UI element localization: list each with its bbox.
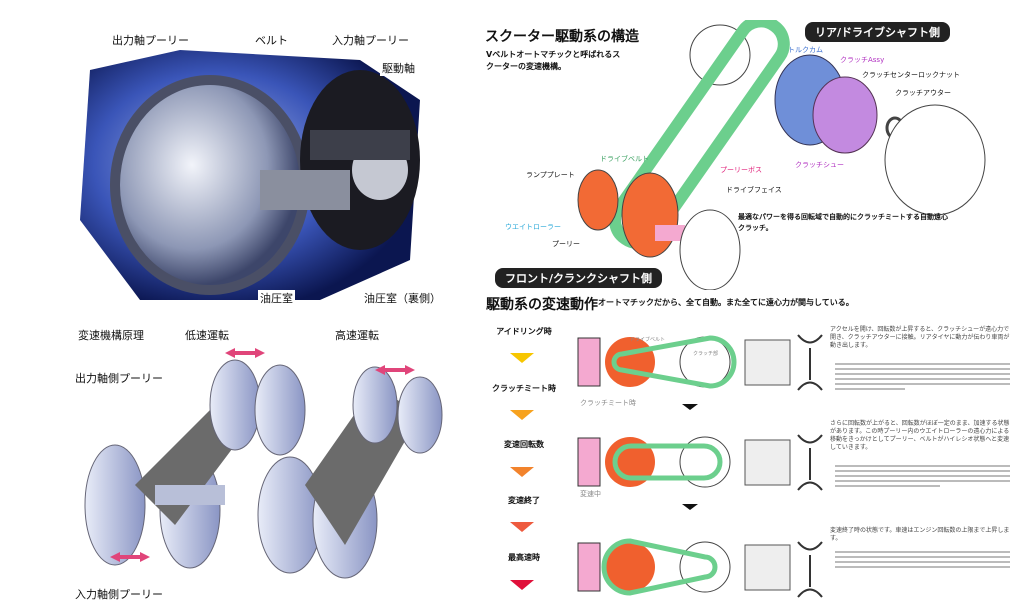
operation-title: 駆動系の変速動作 <box>486 297 598 313</box>
paragraph-shift-end: 変速終了時の状態です。車速はエンジン回転数の上限まで上昇します。 <box>830 527 1010 542</box>
step-arrow-icon <box>510 410 534 420</box>
step-shift-rpm: 変速回転数 <box>504 440 544 449</box>
step-shift-end: 変速終了 <box>508 496 540 505</box>
diagram-low-ratio <box>577 335 791 410</box>
note-lines <box>835 360 1010 393</box>
part-pulley-boss: プーリーボス <box>720 166 762 174</box>
rear-axle-symbols <box>797 334 823 598</box>
step-idling: アイドリング時 <box>496 327 552 336</box>
label-hydraulic-chamber-rear: 油圧室（裏側） <box>362 290 443 306</box>
structure-subtitle: Vベルトオートマチックと呼ばれるスクーターの変速機構。 <box>486 50 621 71</box>
part-clutch-assy: クラッチAssy <box>840 56 885 64</box>
step-arrow-icon <box>510 353 534 363</box>
diagram-mid-ratio <box>577 436 791 510</box>
part-pulley: プーリー <box>552 240 580 248</box>
caption-clutch-meet: クラッチミート時 <box>580 399 636 407</box>
pulley-principle-illustration <box>84 348 443 579</box>
structure-title: スクーター駆動系の構造 <box>485 29 639 45</box>
part-drive-belt: ドライブベルト <box>600 155 649 163</box>
label-input-shaft-pulley: 入力軸プーリー <box>330 32 411 48</box>
belt-label: ドライブベルト <box>630 337 666 343</box>
high-speed-pulleys <box>257 366 443 579</box>
high-speed-label: 高速運転 <box>335 329 379 342</box>
drive-belt-shape <box>609 20 790 249</box>
caption-shifting: 変速中 <box>580 490 601 498</box>
clutch-note: 最適なパワーを得る回転域で自動的にクラッチミートする自動遠心クラッチ。 <box>738 213 948 232</box>
label-output-shaft-pulley: 出力軸プーリー <box>110 32 191 48</box>
clutch-label: クラッチ部 <box>693 351 719 357</box>
step-arrow-icon <box>510 467 534 477</box>
paragraph-clutch-meet: アクセルを開け、回転数が上昇すると、クラッチシューが遠心力で開き、クラッチアウタ… <box>830 326 1010 349</box>
front-side-badge: フロント/クランクシャフト側 <box>495 268 663 288</box>
part-clutch-center-lock-nut: クラッチセンターロックナット <box>862 71 960 79</box>
note-lines <box>835 462 1010 490</box>
low-speed-label: 低速運転 <box>185 329 229 342</box>
part-clutch-outer: クラッチアウター <box>895 89 951 97</box>
step-clutch-meet: クラッチミート時 <box>492 384 556 393</box>
rear-side-badge: リア/ドライブシャフト側 <box>805 22 951 42</box>
low-speed-pulleys <box>84 359 306 569</box>
input-pulley-label: 入力軸側プーリー <box>75 588 163 601</box>
label-belt: ベルト <box>253 32 290 48</box>
part-ramp-plate: ランププレート <box>526 171 575 179</box>
part-drive-face: ドライブフェイス <box>726 186 782 194</box>
exploded-drivetrain-illustration <box>577 20 986 290</box>
label-hydraulic-chamber: 油圧室 <box>258 290 295 306</box>
shift-operation-diagrams <box>577 335 791 596</box>
label-drive-shaft: 駆動軸 <box>380 60 417 76</box>
note-lines <box>835 548 1010 571</box>
output-pulley-label: 出力軸側プーリー <box>75 372 163 385</box>
part-weight-roller: ウエイトローラー <box>505 223 561 231</box>
step-top-speed: 最高速時 <box>508 553 540 562</box>
cvt-engine-photo <box>80 50 420 300</box>
part-clutch-shoe: クラッチシュー <box>795 161 844 169</box>
principle-title: 変速機構原理 <box>78 329 144 342</box>
operation-subtitle: オートマチックだから、全て自動。また全てに遠心力が関与している。 <box>598 298 854 307</box>
motion-arrows-icon <box>110 348 415 562</box>
paragraph-shifting: さらに回転数が上がると、回転数がほぼ一定のまま、加速する状態があります。この時プ… <box>830 420 1010 451</box>
step-arrow-icon <box>510 580 534 590</box>
diagram-high-ratio <box>577 538 791 596</box>
step-arrow-icon <box>510 522 534 532</box>
part-torque-cam: トルクカム <box>788 46 823 54</box>
